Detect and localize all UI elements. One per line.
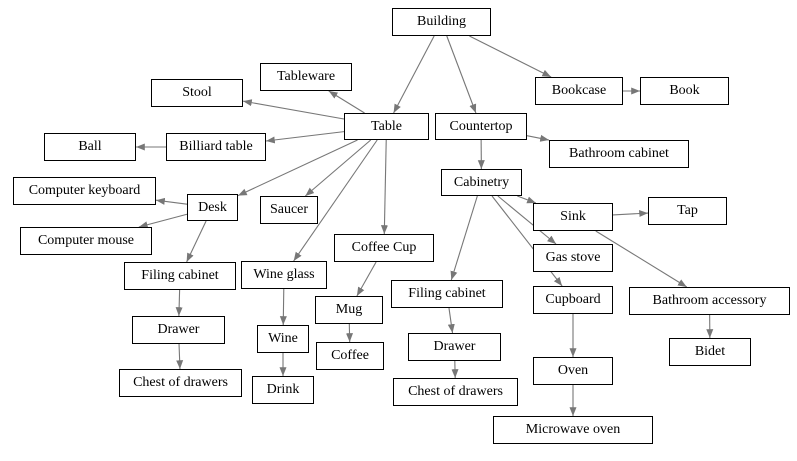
edge-desk-to-filing_cabinet_left	[186, 220, 207, 263]
edge-filing_cabinet_left-to-drawer_left	[175, 289, 183, 317]
edge-cabinetry-to-sink	[517, 195, 537, 204]
edge-desk-to-computer_keyboard	[155, 197, 188, 205]
edge-countertop-to-bathroom_cabinet	[526, 134, 550, 142]
edge-table-to-wine_glass	[293, 139, 378, 262]
node-desk: Desk	[187, 194, 238, 221]
edge-cabinetry-to-gas_stove	[497, 195, 557, 245]
node-cupboard: Cupboard	[533, 286, 613, 314]
node-book: Book	[640, 77, 729, 105]
node-oven: Oven	[533, 357, 613, 385]
node-table: Table	[344, 113, 429, 140]
edge-desk-to-computer_mouse	[138, 213, 188, 229]
edge-drawer_left-to-chest_left	[176, 343, 184, 370]
edge-filing_cabinet_right-to-drawer_right	[447, 307, 455, 334]
node-drawer-right: Drawer	[408, 333, 501, 361]
edge-table-to-desk	[237, 139, 358, 197]
node-tap: Tap	[648, 197, 727, 225]
node-filing-cabinet-right: Filing cabinet	[391, 280, 503, 308]
node-bathroom-accessory: Bathroom accessory	[629, 287, 790, 315]
node-computer-keyboard: Computer keyboard	[13, 177, 156, 205]
node-filing-cabinet-left: Filing cabinet	[124, 262, 236, 290]
node-drawer-left: Drawer	[132, 316, 225, 344]
node-tableware: Tableware	[260, 63, 352, 91]
edge-table-to-billiard_table	[265, 131, 345, 144]
node-building: Building	[392, 8, 491, 36]
node-gas-stove: Gas stove	[533, 244, 613, 272]
edge-building-to-bookcase	[469, 35, 552, 78]
node-bookcase: Bookcase	[535, 77, 623, 105]
node-chest-of-drawers-right: Chest of drawers	[393, 378, 518, 406]
node-bidet: Bidet	[669, 338, 751, 366]
edge-building-to-countertop	[446, 35, 477, 114]
node-computer-mouse: Computer mouse	[20, 227, 152, 255]
node-wine: Wine	[257, 325, 309, 353]
edge-building-to-table	[393, 35, 435, 114]
node-ball: Ball	[44, 133, 136, 161]
node-wine-glass: Wine glass	[241, 261, 327, 289]
node-bathroom-cabinet: Bathroom cabinet	[549, 140, 689, 168]
node-microwave-oven: Microwave oven	[493, 416, 653, 444]
node-stool: Stool	[151, 79, 243, 107]
node-saucer: Saucer	[260, 196, 318, 224]
node-coffee: Coffee	[316, 342, 384, 370]
node-mug: Mug	[315, 296, 383, 324]
node-cabinetry: Cabinetry	[441, 169, 522, 196]
node-billiard-table: Billiard table	[166, 133, 266, 161]
node-drink: Drink	[252, 376, 314, 404]
edge-table-to-coffee_cup	[380, 139, 388, 235]
edge-table-to-stool	[242, 99, 345, 120]
edge-sink-to-bathroom_accessory	[595, 230, 688, 288]
node-chest-of-drawers-left: Chest of drawers	[119, 369, 242, 397]
edge-cabinetry-to-filing_cabinet_right	[450, 195, 478, 281]
edge-table-to-saucer	[304, 139, 372, 197]
node-coffee-cup: Coffee Cup	[334, 234, 434, 262]
edge-table-to-tableware	[328, 90, 365, 114]
edge-sink-to-tap	[612, 210, 649, 218]
node-sink: Sink	[533, 203, 613, 231]
edge-coffee_cup-to-mug	[356, 261, 377, 297]
node-countertop: Countertop	[435, 113, 527, 140]
edge-wine_glass-to-wine	[279, 288, 287, 326]
